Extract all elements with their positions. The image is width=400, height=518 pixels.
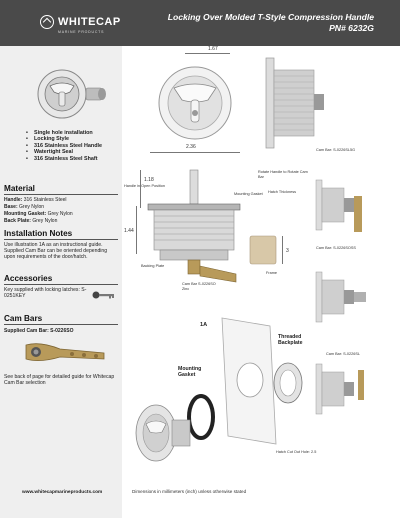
cam-bar-image [25, 343, 105, 361]
cam-bar-1-label: Cam Bar: S-0226SL5G [316, 148, 356, 152]
cam-bar-3-label: Cam Bar: S-0226SL [326, 352, 360, 356]
dim-line-top [185, 53, 230, 54]
backing-plate-note: Backing Plate [141, 264, 165, 268]
material-row-gasket: Mounting Gasket: Grey Nylon [4, 211, 73, 217]
cam-bar-variant-2 [315, 271, 366, 323]
hatch-thickness-note: Hatch Thickness [268, 190, 296, 194]
mounting-gasket-callout: Mounting Gasket [178, 366, 202, 378]
key-icon [92, 291, 114, 299]
dimensions-note: Dimensions in millimeters (inch) unless … [132, 489, 247, 494]
installation-divider [4, 239, 118, 240]
logo-subtitle: MARINE PRODUCTS [58, 30, 105, 34]
hatch-cut-out-note: Hatch Cut Out Hole: 2.5 [276, 450, 317, 454]
rotate-note: Rotate Handle to Rotate Cam Bar [258, 170, 308, 179]
material-divider [4, 194, 118, 195]
material-row-backplate: Back Plate: Grey Nylon [4, 218, 58, 224]
dim-line-3 [282, 236, 283, 264]
feature-item: Locking Style [26, 136, 118, 143]
installation-heading: Installation Notes [4, 229, 73, 238]
feature-item: 316 Stainless Steel Handle [26, 143, 118, 150]
supplied-cam-bar: Supplied Cam Bar: S-0226SO [4, 328, 74, 334]
cam-bars-heading: Cam Bars [4, 314, 43, 323]
material-row-handle: Handle: 316 Stainless Steel [4, 197, 67, 203]
website-url[interactable]: www.whitecapmarineproducts.com [22, 490, 103, 495]
feature-item: Single hole installation [26, 130, 118, 137]
header-bar: WHITECAP MARINE PRODUCTS Locking Over Mo… [0, 0, 400, 46]
feature-item: Watertight Seal [26, 149, 118, 156]
dim-line-144 [136, 206, 137, 254]
accessories-heading: Accessories [4, 274, 53, 283]
material-row-base: Base: Grey Nylon [4, 204, 45, 210]
handle-open-note: Handle in Open Position [124, 184, 165, 188]
cam-bar-variant-3 [315, 363, 364, 415]
accessories-divider [4, 284, 118, 285]
logo-text: WHITECAP [58, 16, 121, 28]
sidebar: Single hole installation Locking Style 3… [0, 46, 122, 518]
side-view-drawing [265, 57, 324, 149]
cam-bars-divider [4, 324, 118, 325]
title-line-2: PN# 6232G [329, 23, 374, 33]
cross-section-drawing [147, 169, 241, 283]
dim-118-label: 1.18 [144, 177, 154, 183]
mounting-gasket-note: Mounting Gasket [234, 192, 263, 196]
feature-list: Single hole installation Locking Style 3… [26, 130, 118, 162]
frame-note: Frame [266, 271, 277, 275]
material-heading: Material [4, 184, 35, 193]
hatch-panel-drawing [221, 317, 277, 445]
dim-width-label: 2.36 [186, 144, 196, 150]
gasket-ring-drawing [187, 394, 215, 440]
title-line-1: Locking Over Molded T-Style Compression … [167, 12, 374, 22]
dim-top-label: 1.67 [208, 46, 218, 52]
whitecap-logo-icon [40, 15, 54, 29]
threaded-backplate-callout: Threaded Backplate [278, 334, 303, 346]
threaded-backplate-drawing [273, 362, 303, 404]
cam-bar-variant-1 [315, 179, 362, 232]
cam-bar-zinc-note: Cam Bar S-0226SO Zinc [182, 282, 216, 291]
dim-3-label: 3 [286, 248, 289, 254]
front-view-drawing [158, 66, 232, 140]
frame-block [249, 235, 277, 265]
cam-bars-text: See back of page for detailed guide for … [4, 374, 115, 387]
dim-line-118 [140, 170, 141, 208]
feature-item: 316 Stainless Steel Shaft [26, 156, 118, 163]
dim-144-label: 1.44 [124, 228, 134, 234]
accessories-text: Key supplied with locking latches: S-025… [4, 287, 87, 300]
page-title: Locking Over Molded T-Style Compression … [168, 12, 374, 34]
dim-line-width [150, 152, 240, 153]
figure-1a-label: 1A [200, 322, 208, 328]
cam-bar-2-label: Cam Bar: S-0226SOSS [316, 246, 356, 250]
brand-logo: WHITECAP [40, 15, 121, 29]
product-photo-image [37, 69, 106, 119]
handle-assembly-drawing [135, 404, 191, 462]
installation-text: Use illustration 1A as an instructional … [4, 242, 108, 261]
